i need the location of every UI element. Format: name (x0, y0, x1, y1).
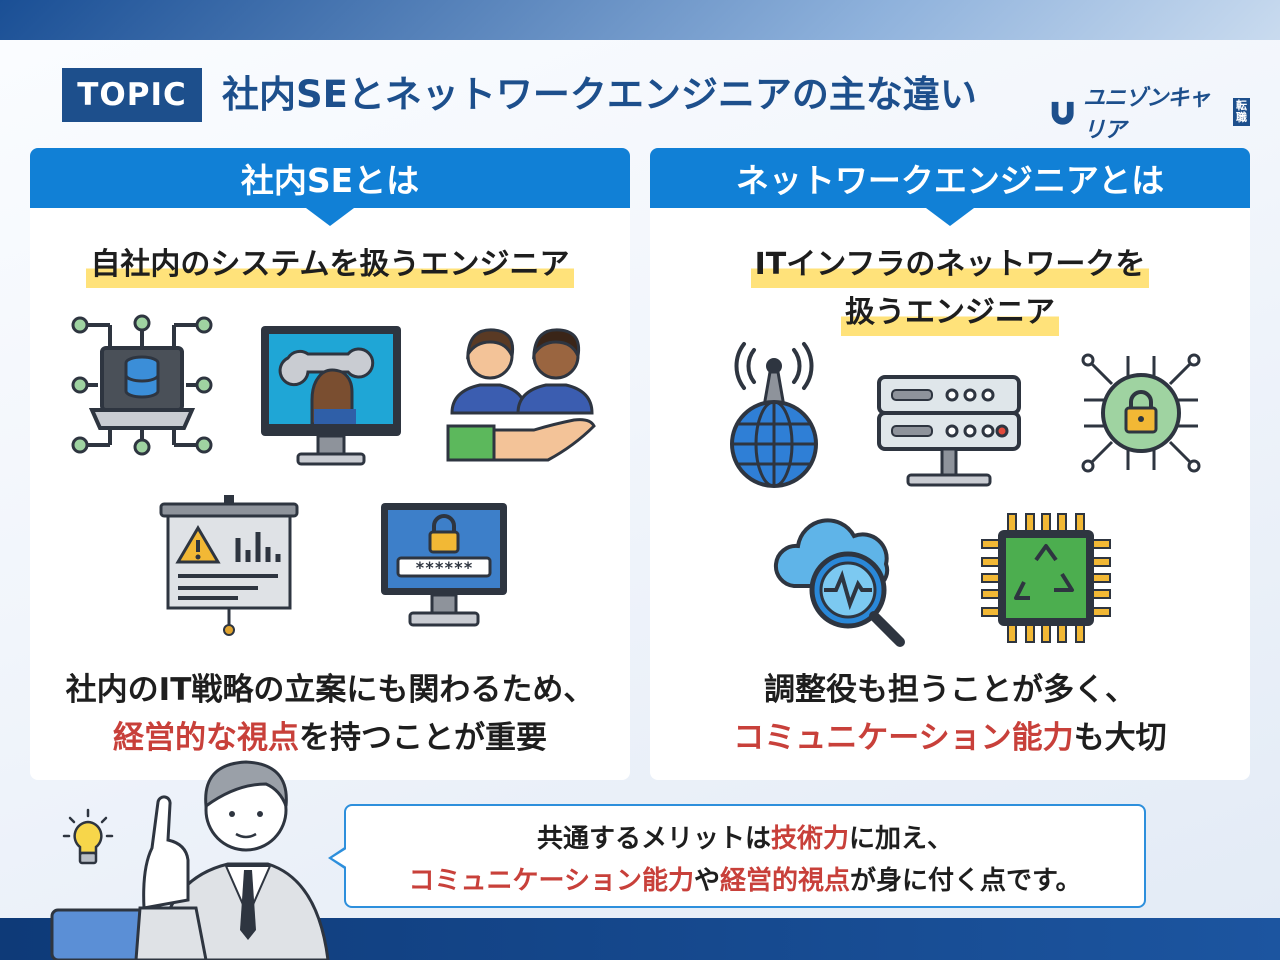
network-engineer-desc-line2: コミュニケーション能力も大切 (650, 714, 1250, 762)
in-house-se-key-point: 経営的な視点 (113, 720, 299, 756)
page-title: 社内SEとネットワークエンジニアの主な違い (222, 73, 977, 116)
brand-mark-icon (1051, 101, 1074, 125)
network-engineer-highlight-1: ITインフラのネットワークを (750, 242, 1150, 288)
summary-speech-bubble: 共通するメリットは技術力に加え、 コミュニケーション能力や経営的視点が身に付く点… (328, 804, 1146, 908)
network-engineer-summary-line2: 扱うエンジニア (650, 290, 1250, 336)
summary-text: や (694, 866, 721, 896)
network-engineer-key-point: コミュニケーション能力 (733, 720, 1074, 756)
in-house-se-summary: 自社内のシステムを扱うエンジニア (30, 242, 630, 288)
in-house-se-desc-rest: を持つことが重要 (299, 720, 547, 756)
password-mask: ****** (415, 558, 473, 577)
chip-recycle-icon (981, 513, 1111, 643)
monitor-password-lock-icon: ****** (381, 503, 507, 627)
circuit-shield-lock-icon (1081, 353, 1201, 473)
summary-key-point: 技術力 (770, 824, 849, 854)
cloud-magnifier-pulse-icon (773, 518, 905, 647)
network-engineer-highlight-2: 扱うエンジニア (841, 290, 1059, 336)
network-engineer-desc-rest: も大切 (1073, 720, 1167, 756)
presentation-warning-chart-icon (159, 495, 299, 636)
brand-tag: 転職 (1233, 98, 1250, 126)
summary-key-point: コミュニケーション能力 (408, 866, 695, 896)
summary-key-point: 経営的視点 (720, 866, 851, 896)
globe-antenna-icon (730, 342, 818, 488)
summary-text: が身に付く点です。 (850, 866, 1082, 896)
hand-offering-people-icon (446, 328, 596, 462)
network-engineer-desc-line1: 調整役も担うことが多く、 (764, 672, 1136, 708)
businessman-pointing-icon (50, 760, 330, 960)
in-house-se-highlight: 自社内のシステムを扱うエンジニア (86, 242, 574, 288)
summary-text: に加え、 (849, 824, 954, 854)
summary-line2: コミュニケーション能力や経営的視点が身に付く点です。 (346, 860, 1144, 897)
network-engineer-summary-line1: ITインフラのネットワークを (650, 242, 1250, 288)
brand-name: ユニゾンキャリア (1083, 86, 1210, 143)
summary-text: 共通するメリットは (536, 824, 771, 854)
topic-badge: TOPIC (62, 68, 202, 122)
in-house-se-desc-line2: 経営的な視点を持つことが重要 (30, 714, 630, 762)
lightbulb-icon (62, 808, 114, 865)
network-engineer-panel: ネットワークエンジニアとは ITインフラのネットワークを 扱うエンジニア (650, 148, 1250, 780)
monitor-wrench-icon (261, 326, 401, 466)
in-house-se-panel: 社内SEとは 自社内のシステムを扱うエンジニア (30, 148, 630, 780)
laptop-database-circuit-icon (71, 314, 213, 456)
brand-logo: ユニゾンキャリア 転職 (1050, 86, 1250, 143)
in-house-se-desc-line1: 社内のIT戦略の立案にも関わるため、 (65, 672, 595, 708)
in-house-se-heading: 社内SEとは (30, 148, 630, 226)
network-engineer-heading: ネットワークエンジニアとは (650, 148, 1250, 226)
summary-line1: 共通するメリットは技術力に加え、 (346, 818, 1144, 855)
server-rack-icon (877, 375, 1021, 487)
